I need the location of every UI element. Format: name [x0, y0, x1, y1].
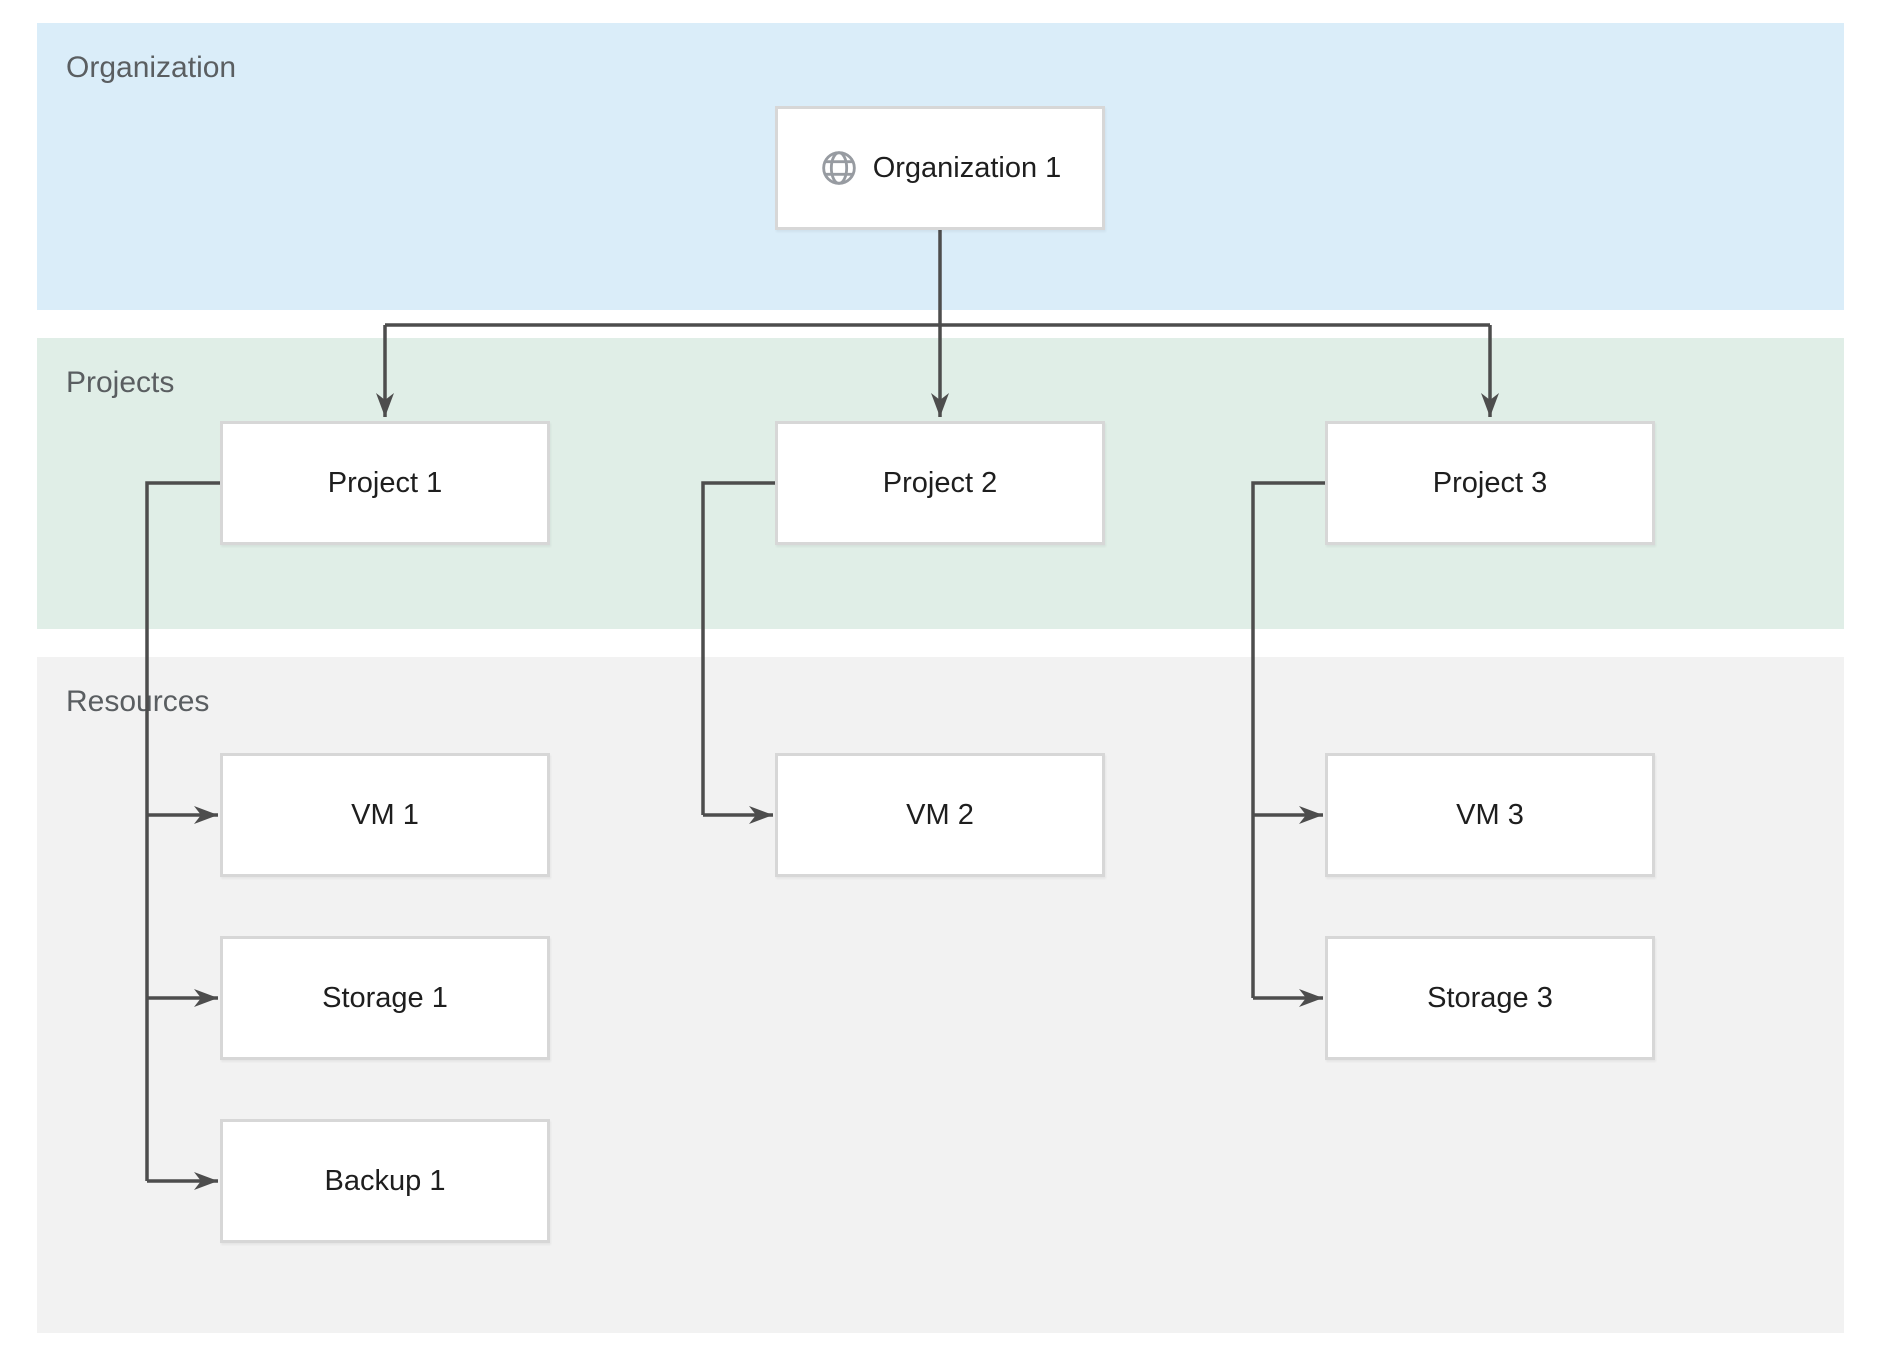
node-vm-2: VM 2 [775, 753, 1105, 877]
connector-project3-trunk [1251, 481, 1325, 998]
connector-project2-trunk [701, 481, 775, 815]
node-project-2: Project 2 [775, 421, 1105, 545]
node-project-1: Project 1 [220, 421, 550, 545]
connector-project1-trunk [145, 481, 220, 1181]
node-label: Backup 1 [324, 1164, 446, 1197]
node-label: VM 2 [906, 798, 974, 831]
node-vm-1: VM 1 [220, 753, 550, 877]
node-storage-3: Storage 3 [1325, 936, 1655, 1060]
node-label: Organization 1 [872, 151, 1062, 184]
band-resources-label: Resources [66, 685, 210, 718]
node-organization-1: Organization 1 [775, 106, 1105, 230]
band-projects-label: Projects [66, 366, 175, 399]
band-organization-label: Organization [66, 51, 237, 84]
node-label: Storage 3 [1427, 981, 1553, 1014]
node-label: Project 3 [1432, 466, 1548, 499]
node-label: Project 2 [882, 466, 998, 499]
node-vm-3: VM 3 [1325, 753, 1655, 877]
node-label: VM 3 [1456, 798, 1524, 831]
globe-icon [819, 148, 859, 188]
node-project-3: Project 3 [1325, 421, 1655, 545]
node-label: Project 1 [327, 466, 443, 499]
node-label: Storage 1 [322, 981, 448, 1014]
node-label: VM 1 [351, 798, 419, 831]
node-backup-1: Backup 1 [220, 1119, 550, 1243]
node-storage-1: Storage 1 [220, 936, 550, 1060]
